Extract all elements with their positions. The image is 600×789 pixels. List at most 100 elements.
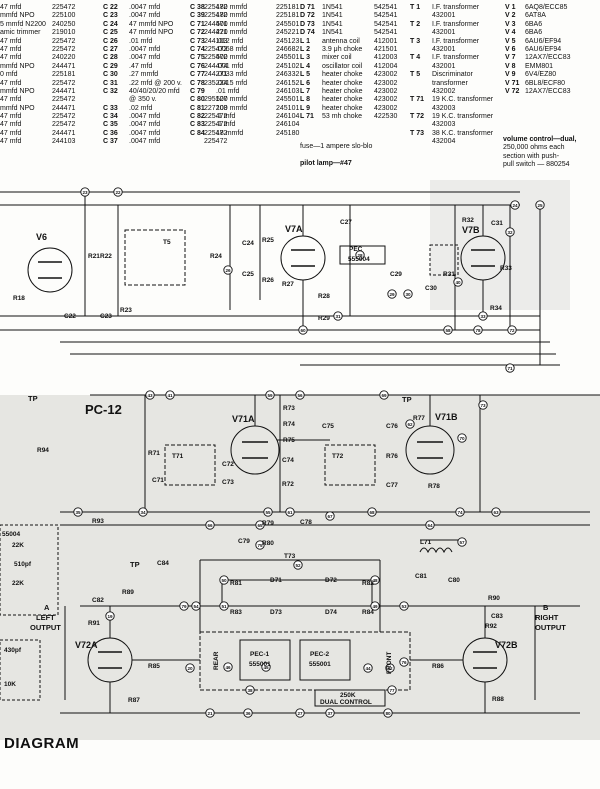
terminal-node: 34	[138, 507, 148, 517]
tp-label-v71b: TP	[402, 395, 412, 404]
part-number: 246152	[276, 79, 300, 87]
part-id: C 32	[103, 87, 118, 95]
terminal-node: 37	[325, 708, 335, 718]
part-value: 47 mfd	[0, 54, 22, 62]
rear-label: REAR	[213, 651, 220, 670]
terminal-node: 56	[295, 390, 305, 400]
dual-control-label: DUAL CONTROL	[320, 699, 372, 706]
part-value: 19 K.C. transformer	[432, 113, 494, 121]
terminal-node-label: 78	[475, 328, 481, 333]
terminal-node: 57	[457, 537, 467, 547]
part-value: Discriminator	[432, 71, 473, 79]
terminal-node-label: 69	[381, 393, 387, 398]
part-number: 295127	[204, 96, 228, 104]
part-value: 38 K.C. transformer	[432, 129, 494, 137]
tube-label-v71b: V71B	[435, 412, 458, 422]
terminal-node: 42	[385, 663, 395, 673]
part-id: V 8	[505, 62, 516, 70]
part-value: 6BA6	[525, 20, 543, 28]
terminal-node-label: 49	[372, 604, 378, 609]
resistor-label-r90: R90	[488, 595, 500, 602]
terminal-node-label: 46	[225, 665, 231, 670]
terminal-node: 43	[145, 390, 155, 400]
terminal-node: 29	[387, 289, 397, 299]
part-value: .0068 mfd	[216, 45, 248, 53]
resistor-label-r84: R84	[362, 609, 374, 616]
terminal-node: 73	[478, 400, 488, 410]
right-output-letter: B	[543, 603, 549, 612]
part-number: 423002	[374, 71, 398, 79]
part-number: 235224	[204, 79, 228, 87]
part-id: V 71	[505, 79, 520, 87]
part-id: V 3	[505, 20, 516, 28]
part-number: 244474	[204, 62, 228, 70]
part-number: 246682	[276, 45, 300, 53]
diagram-title: DIAGRAM	[4, 735, 80, 752]
part-id: C 77	[190, 71, 205, 79]
capacitor-label-c31: C31	[491, 220, 503, 227]
terminal-node-label: 57	[459, 540, 465, 545]
capacitor-label-c76: C76	[386, 423, 398, 430]
terminal-node-label: 62	[407, 422, 413, 427]
part-number: 422530	[374, 113, 398, 121]
part-value: 47 mfd	[0, 96, 22, 104]
part-id: C 80	[190, 96, 205, 104]
part-value: .012 mfd	[216, 37, 244, 45]
right-output-line1: RIGHT	[535, 613, 559, 622]
capacitor-label-c73: C73	[222, 479, 234, 486]
part-id: C 37	[103, 138, 118, 146]
tube-label-v72a: V72A	[75, 640, 98, 650]
part-id: C 71	[190, 20, 205, 28]
terminal-node-label: 72	[509, 328, 515, 333]
diode-label-d73: D73	[270, 609, 282, 616]
tube-label-v6: V6	[36, 232, 47, 242]
circuit-schematic: 1920212223242526272829303132333435363738…	[0, 180, 600, 740]
part-id: L 2	[300, 45, 310, 53]
terminal-node-label: 61	[287, 510, 293, 515]
parts-row: 432002	[410, 88, 512, 96]
part-value: 12AX7/ECC83	[525, 54, 571, 62]
capacitor-label-c84: C84	[157, 560, 169, 567]
part-value: mmfd NPO	[0, 87, 35, 95]
left-network-c1: 510pf	[14, 561, 32, 568]
terminal-node-label: 67	[327, 514, 333, 519]
resistor-label-r87: R87	[128, 697, 140, 704]
part-id: C 31	[103, 79, 118, 87]
resistor-label-r71: R71	[148, 450, 160, 457]
resistor-label-r74: R74	[283, 421, 295, 428]
part-value: heater choke	[322, 96, 363, 104]
part-value: 500 mmfd	[216, 54, 248, 62]
terminal-node: 33	[478, 311, 488, 321]
part-number: 225472	[204, 121, 228, 129]
part-value: .0047 mfd	[129, 45, 161, 53]
terminal-node: 30	[403, 289, 413, 299]
resistor-label-r73: R73	[283, 405, 295, 412]
terminal-node: 75	[255, 540, 265, 550]
part-number: 245501	[276, 20, 300, 28]
part-number: 244103	[52, 138, 76, 146]
part-number: 225472	[204, 45, 228, 53]
